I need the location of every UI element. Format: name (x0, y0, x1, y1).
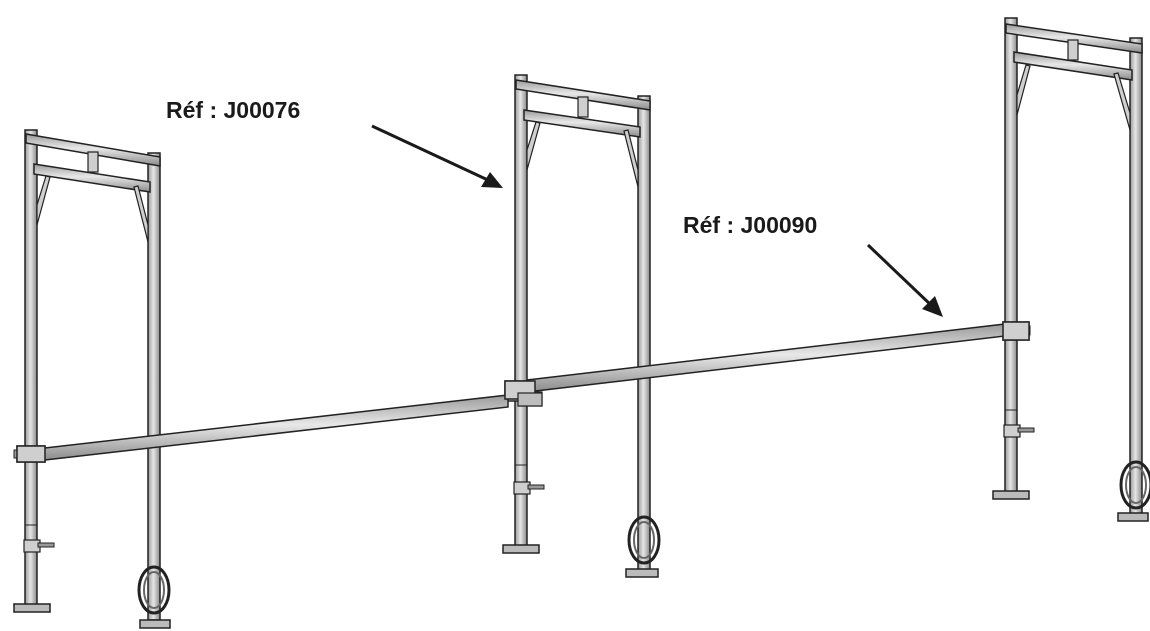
right-frame-brace-left (1016, 64, 1031, 116)
middle-frame-brace-right (623, 129, 639, 188)
middle-frame-mid-rail (523, 109, 641, 138)
middle-frame-brace-left (526, 121, 541, 171)
right-frame-front-post (1129, 37, 1143, 519)
right-frame-brace-right (1113, 72, 1131, 131)
right-frame-hanger (1067, 39, 1079, 61)
middle-frame-wheel (625, 515, 661, 578)
right-frame-jack (1003, 409, 1035, 438)
middle-frame-hanger (577, 96, 589, 118)
left-frame (13, 129, 171, 629)
left-frame-hanger (87, 151, 99, 173)
left-frame-brace-left (36, 175, 51, 226)
left-frame-front-post (147, 152, 161, 621)
middle-frame-back-post (514, 74, 528, 551)
right-frame (992, 17, 1150, 522)
left-frame-wheel (137, 565, 171, 629)
left-frame-brace-right (133, 185, 149, 243)
middle-frame-base-plate (502, 544, 540, 554)
right-frame-wheel (1117, 460, 1150, 522)
tube-clamp-middle (504, 380, 543, 407)
right-frame-back-post (1004, 17, 1018, 497)
callout-arrow-1 (371, 124, 503, 188)
left-frame-back-post (24, 129, 38, 609)
left-frame-jack (23, 524, 55, 553)
middle-frame-jack (513, 464, 545, 495)
left-frame-base-plate (13, 603, 51, 613)
callout-label-ref-j00076: Réf : J00076 (166, 97, 301, 123)
left-frame-mid-rail (33, 163, 151, 193)
horizontal-tube-left (35, 394, 509, 462)
tube-clamp-right (1002, 321, 1030, 341)
middle-frame (502, 74, 661, 578)
tube-clamp-left (16, 445, 46, 463)
left-frame-top-rail (25, 133, 161, 167)
middle-frame-top-rail (515, 79, 651, 111)
callout-label-ref-j00090: Réf : J00090 (683, 212, 818, 238)
right-frame-mid-rail (1013, 51, 1133, 81)
middle-frame-front-post (637, 95, 651, 575)
right-frame-base-plate (992, 490, 1030, 500)
right-frame-top-rail (1005, 23, 1143, 54)
callout-arrow-2 (866, 243, 943, 317)
horizontal-tube-right (526, 323, 1006, 393)
